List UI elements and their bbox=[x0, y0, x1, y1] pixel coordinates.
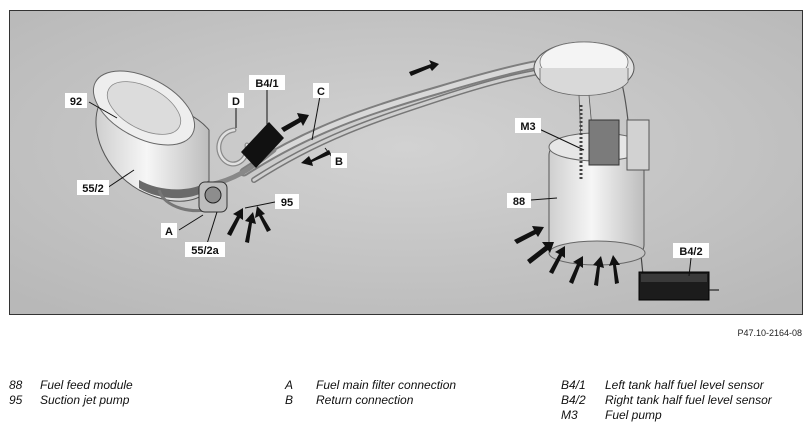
figure-reference: P47.10-2164-08 bbox=[737, 328, 802, 338]
flow-arrow-c bbox=[281, 113, 309, 132]
legend-code: 88 bbox=[9, 378, 23, 392]
flow-arrow-88-1 bbox=[514, 226, 544, 244]
callout-92: 92 bbox=[70, 96, 82, 108]
left-tank-canister bbox=[92, 70, 228, 213]
legend-code: B bbox=[285, 393, 294, 407]
legend-item: B Return connection bbox=[285, 393, 456, 408]
callout-95: 95 bbox=[281, 197, 293, 209]
legend-column-1: 88 Fuel feed module 95 Suction jet pump bbox=[9, 378, 133, 408]
callout-88: 88 bbox=[513, 196, 525, 208]
legend-text: Right tank half fuel level sensor bbox=[605, 393, 772, 407]
diagram-panel: 92 D B4/1 C M3 B 55/2 95 88 A 55/2a B4/2 bbox=[9, 10, 803, 315]
legend-item: 88 Fuel feed module bbox=[9, 378, 133, 393]
callout-c: C bbox=[317, 86, 325, 98]
flow-arrow-88-3 bbox=[549, 246, 565, 274]
flow-arrow-top bbox=[409, 60, 439, 76]
legend-text: Fuel feed module bbox=[40, 378, 133, 392]
flow-arrow-95-3 bbox=[255, 206, 271, 232]
callout-d: D bbox=[232, 96, 240, 108]
flow-arrows bbox=[227, 60, 620, 286]
callout-labels: 92 D B4/1 C M3 B 55/2 95 88 A 55/2a B4/2 bbox=[65, 75, 709, 258]
callout-b4-2: B4/2 bbox=[679, 246, 702, 258]
legend-item: B4/2 Right tank half fuel level sensor bbox=[561, 393, 772, 408]
legend-column-2: A Fuel main filter connection B Return con… bbox=[285, 378, 456, 408]
fuel-feed-module bbox=[548, 94, 650, 266]
legend-item: M3 Fuel pump bbox=[561, 408, 772, 423]
flow-arrow-b41 bbox=[241, 122, 284, 168]
flow-arrow-95-1 bbox=[227, 208, 243, 236]
callout-55-2: 55/2 bbox=[82, 183, 103, 195]
module-flange bbox=[533, 41, 635, 96]
legend-text: Return connection bbox=[316, 393, 414, 407]
legend-text: Suction jet pump bbox=[40, 393, 130, 407]
callout-b: B bbox=[335, 156, 343, 168]
callout-m3: M3 bbox=[520, 121, 535, 133]
flow-arrow-88-2 bbox=[527, 242, 554, 264]
legend-item: 95 Suction jet pump bbox=[9, 393, 133, 408]
legend-text: Left tank half fuel level sensor bbox=[605, 378, 764, 392]
legend-code: 95 bbox=[9, 393, 23, 407]
legend-code: M3 bbox=[561, 408, 578, 422]
legend-column-3: B4/1 Left tank half fuel level sensor B4/… bbox=[561, 378, 772, 423]
fuel-system-diagram: 92 D B4/1 C M3 B 55/2 95 88 A 55/2a B4/2 bbox=[9, 10, 803, 315]
legend-text: Fuel main filter connection bbox=[316, 378, 457, 392]
flow-arrow-95-2 bbox=[245, 212, 256, 243]
legend-code: A bbox=[285, 378, 294, 392]
flow-arrow-88-4 bbox=[569, 256, 583, 284]
legend-code: B4/2 bbox=[561, 393, 586, 407]
hose-harness bbox=[206, 60, 645, 286]
legend-text: Fuel pump bbox=[605, 408, 662, 422]
sensor-b4-2 bbox=[638, 271, 719, 301]
legend-item: A Fuel main filter connection bbox=[285, 378, 456, 393]
callout-a: A bbox=[165, 226, 173, 238]
callout-55-2a: 55/2a bbox=[191, 245, 219, 257]
flow-arrow-88-6 bbox=[609, 255, 620, 284]
callout-b4-1: B4/1 bbox=[255, 78, 278, 90]
leader-lines bbox=[88, 88, 692, 277]
flow-arrow-88-5 bbox=[593, 256, 604, 286]
legend-item: B4/1 Left tank half fuel level sensor bbox=[561, 378, 772, 393]
flow-arrow-b bbox=[301, 150, 331, 166]
legend-code: B4/1 bbox=[561, 378, 586, 392]
